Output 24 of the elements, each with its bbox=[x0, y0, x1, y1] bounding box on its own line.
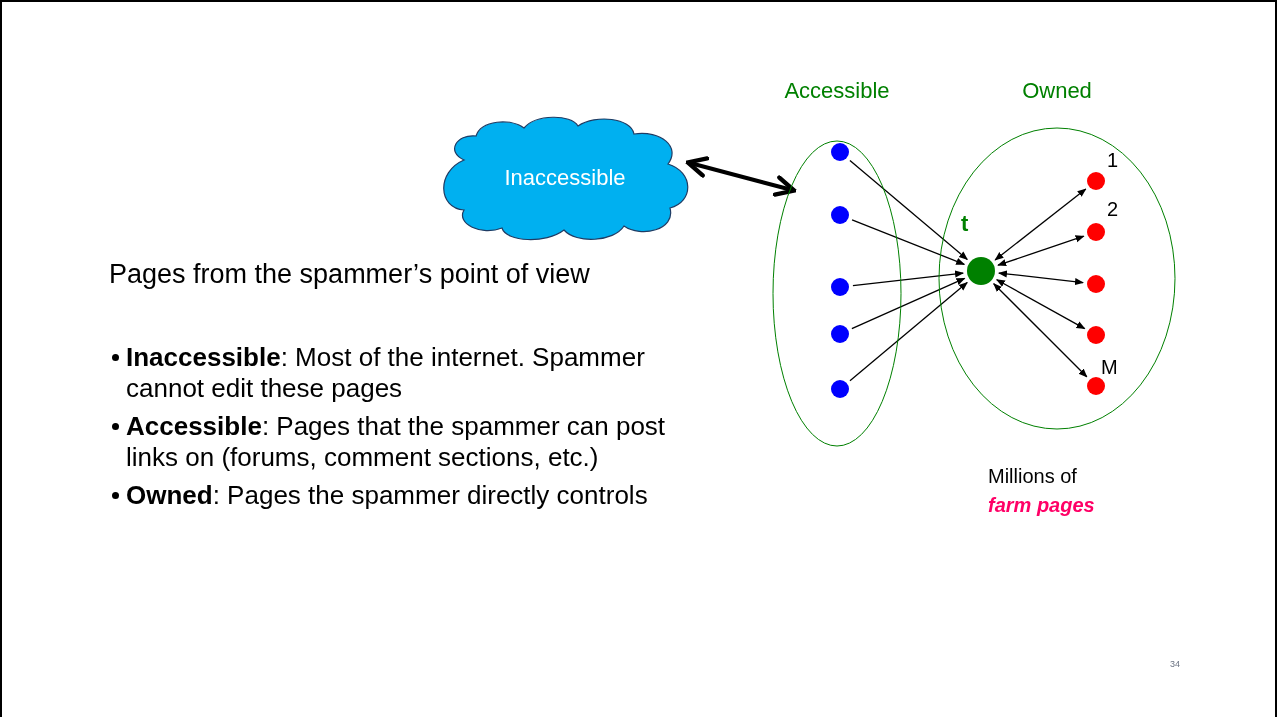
bullet-text: Owned: Pages the spammer directly controls bbox=[126, 480, 649, 511]
arrow bbox=[851, 219, 966, 265]
arrow bbox=[849, 281, 968, 382]
group-heading: Accessible bbox=[783, 77, 891, 105]
arrow bbox=[998, 270, 1084, 286]
cloud-label: Inaccessible bbox=[504, 163, 626, 192]
arrow bbox=[997, 235, 1085, 267]
bullet-text: Inaccessible: Most of the internet. Spammer cannot edit these pages bbox=[126, 342, 646, 404]
subtitle: Pages from the spammer’s point of view bbox=[109, 258, 590, 291]
group-heading: Owned bbox=[1021, 77, 1093, 105]
arrow bbox=[993, 283, 1088, 378]
bullet-text: Accessible: Pages that the spammer can post links on (forums, comment sections, etc.) bbox=[126, 411, 667, 473]
node-label: M bbox=[1101, 357, 1118, 377]
node-label: 2 bbox=[1107, 199, 1119, 219]
arrow bbox=[994, 188, 1087, 261]
arrow bbox=[851, 277, 966, 330]
arrow bbox=[849, 159, 968, 261]
arrow bbox=[685, 156, 797, 197]
node-label: 1 bbox=[1107, 150, 1119, 170]
arrow bbox=[852, 270, 964, 287]
page-number: 34 bbox=[1170, 658, 1180, 671]
node-label: t bbox=[961, 213, 969, 235]
arrow bbox=[995, 279, 1086, 330]
caption-text: Millions of farm pages bbox=[988, 464, 1096, 518]
